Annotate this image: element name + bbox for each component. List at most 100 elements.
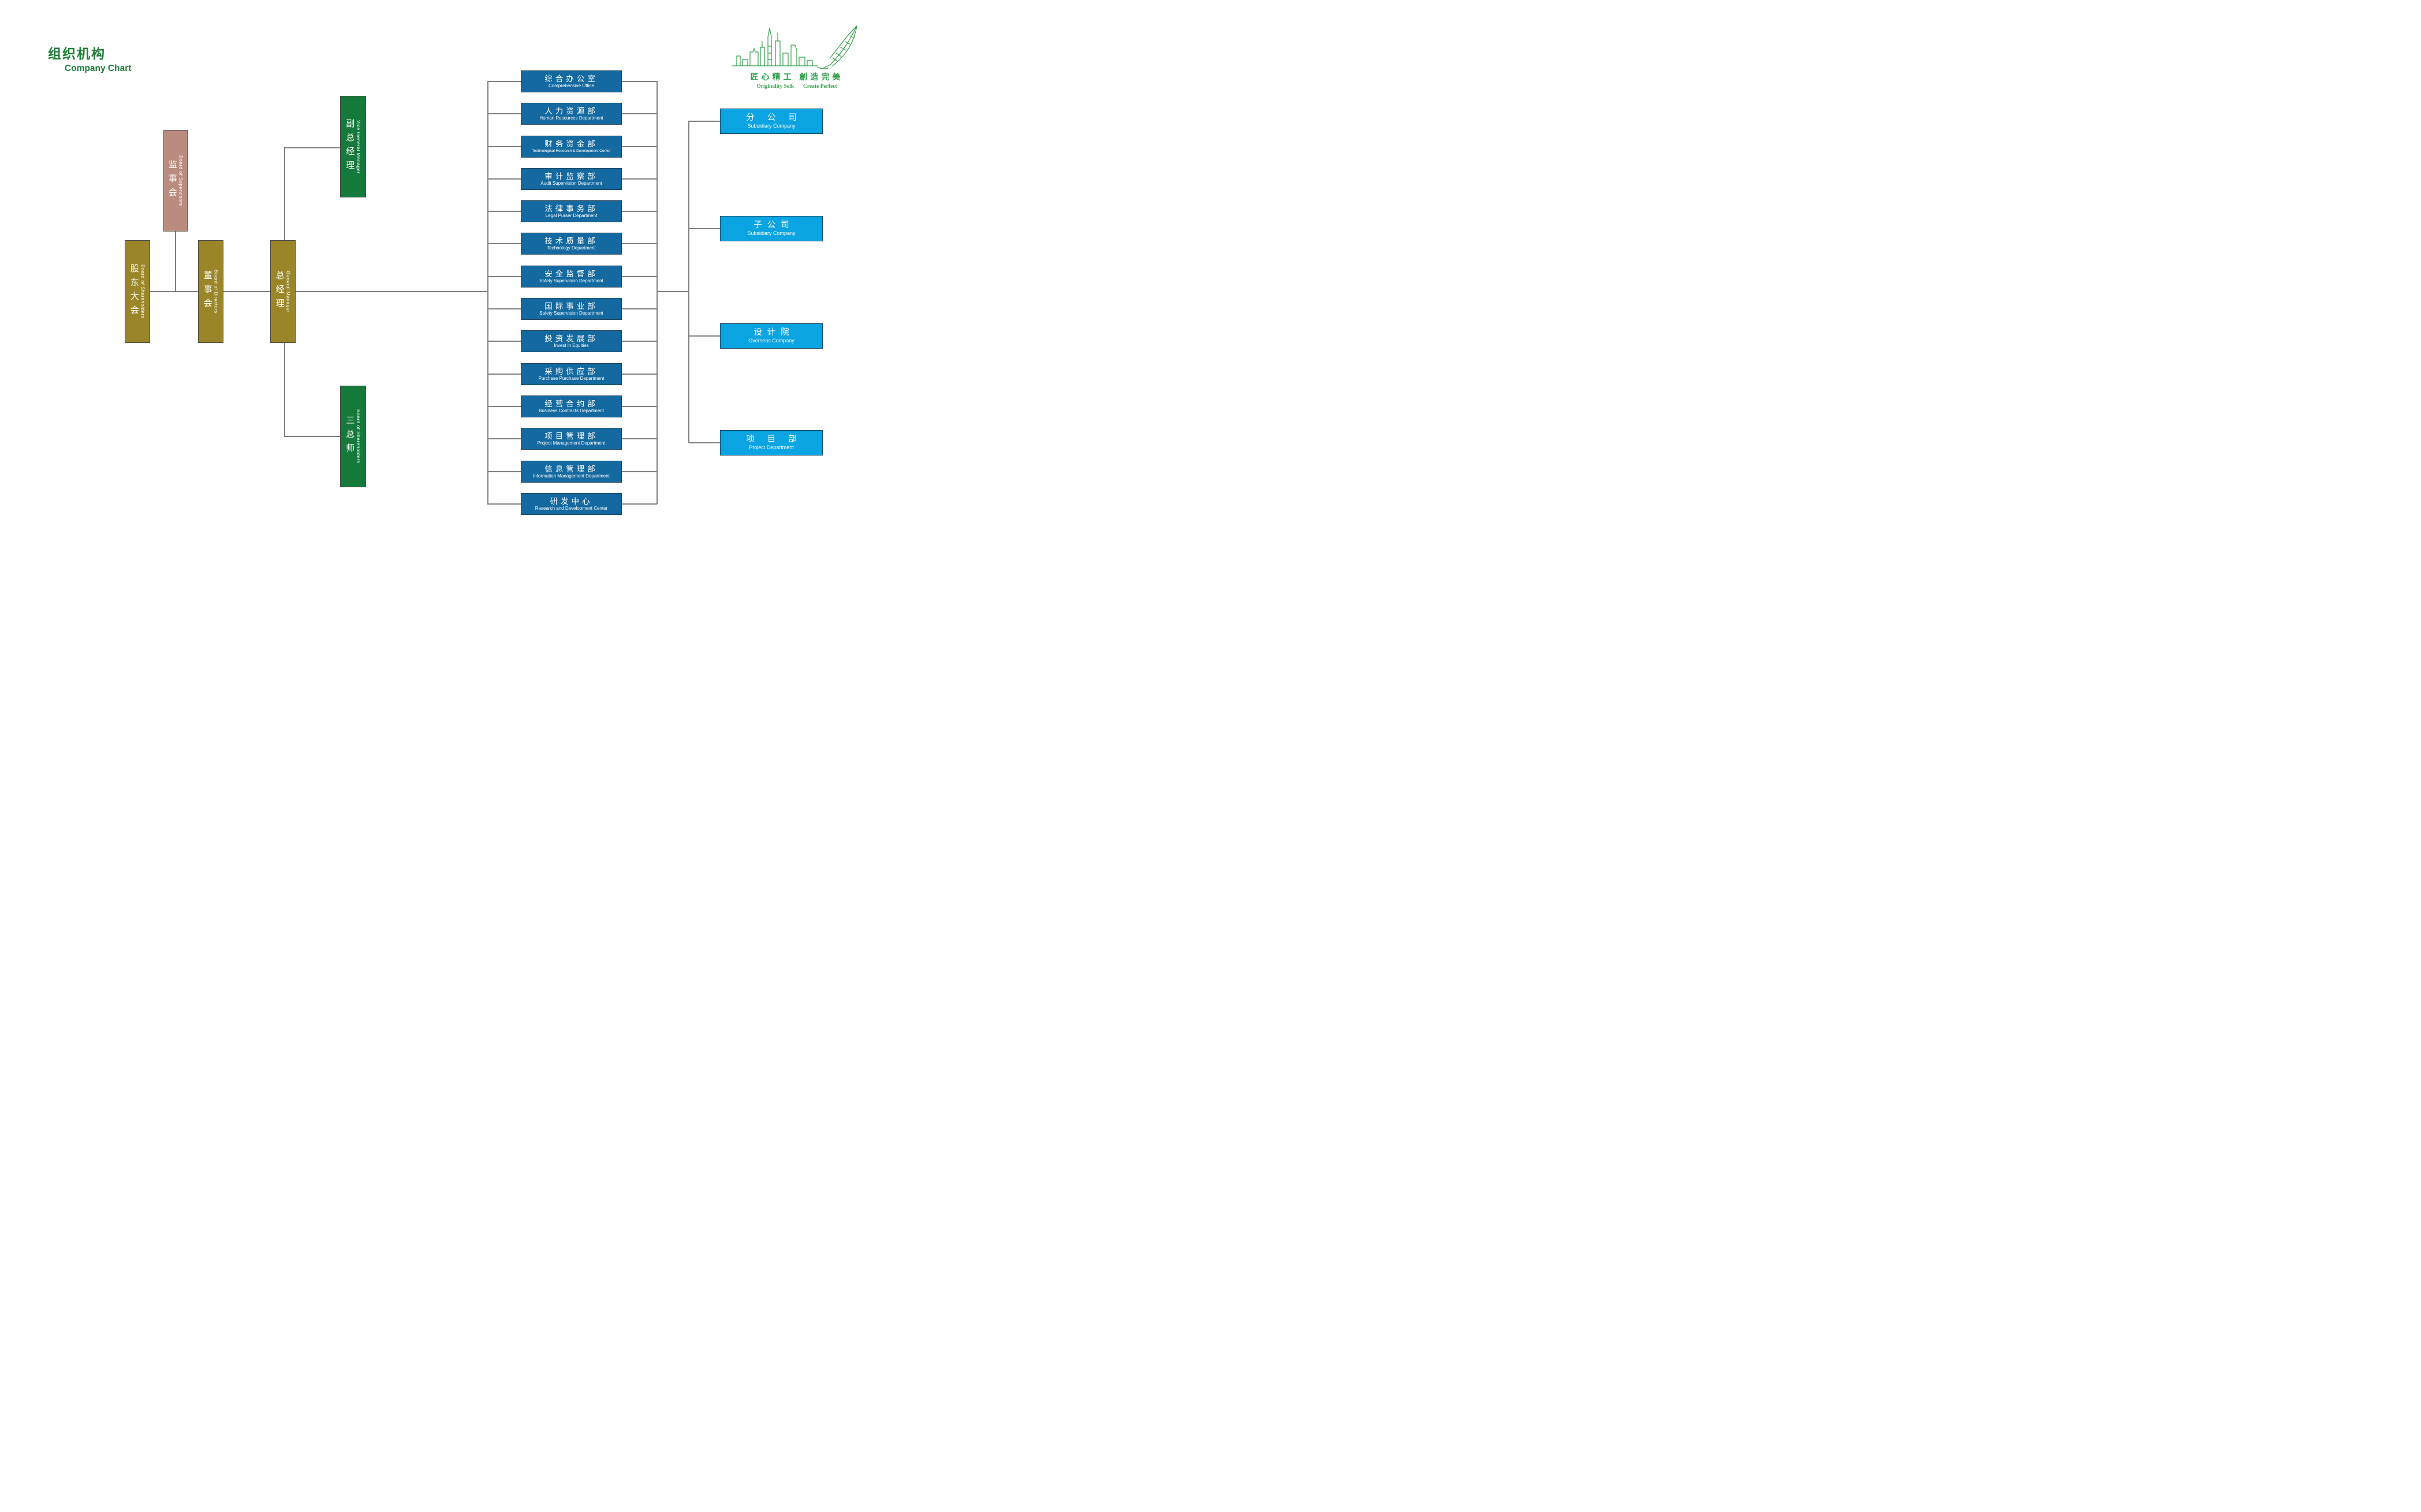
node-label-en: Audit Supervision Department [540,181,602,186]
connector-dept-stub [622,341,657,342]
node-label-en: Comprehensive Office [549,83,594,89]
org-node-board-of-shareholders: 股东大会 Board of Shareholders [125,240,150,343]
skyline-feather-drawing [732,25,857,69]
org-node-three-chiefs: 三总师 Board of Shareholders [340,386,366,487]
dept-node: 研发中心 Research and Development Center [521,493,622,515]
connector-dept-stub [622,374,657,375]
node-label-en: Overseas Company [748,338,794,344]
dept-node: 财务资金部 Technological Research & Developme… [521,136,622,158]
connector-dept-stub [487,503,521,505]
connector-dept-stub [487,113,521,114]
subsidiary-node: 设计院 Overseas Company [720,323,823,349]
org-node-board-of-directors: 董事会 Board of Directors [198,240,223,343]
connector-dept-stub [487,406,521,407]
subsidiary-node: 子公司 Subsidiary Company [720,216,823,241]
node-label-cn: 投资发展部 [544,334,598,343]
logo-slogan-en: Originality Seik Create Perfect [756,84,837,89]
connector-right-trunk [688,121,689,443]
node-label-cn: 总经理 [274,271,285,312]
org-node-board-of-supervisors: 监事会 Board of Supervisors [163,130,188,232]
connector-dept-stub [487,374,521,375]
connector-dept-stub [487,471,521,472]
org-node-general-manager: 总经理 General Manager [270,240,296,343]
connector-dept-stub [622,308,657,309]
node-label-en: Project Management Department [537,440,606,446]
node-label-en: Subsidiary Company [747,123,796,129]
node-label-en: Subsidiary Company [747,230,796,237]
logo-slogan-en-left: Originality Seik [756,84,794,89]
connector-dept-stub [487,178,521,180]
node-label-cn: 副总经理 [345,119,355,174]
node-label-cn: 三总师 [345,416,355,457]
node-label-cn: 股东大会 [129,264,139,319]
node-label-en: Board of Shareholders [355,409,361,464]
company-logo: 匠心精工 創造完美 Originality Seik Create Perfec… [731,23,863,89]
dept-node: 投资发展部 Invest in Equities [521,330,622,352]
node-label-cn: 监事会 [167,160,177,201]
node-label-cn: 技术质量部 [544,236,598,245]
connector-dept-stub [622,243,657,244]
connector-middle-trunk [656,81,658,504]
connector-subsidiary-stub [689,442,720,443]
connector-dept-stub [487,211,521,212]
node-label-en: Technological Research & Development Cen… [532,148,611,153]
connector-dept-stub [622,113,657,114]
page-title-cn: 组织机构 [48,46,106,61]
dept-node: 法律事务部 Legal Purser Department [521,200,622,222]
node-label-en: Legal Purser Department [545,213,598,219]
node-label-en: Human Resources Department [539,115,603,121]
node-label-cn: 项 目 部 [746,434,802,444]
connector-subsidiary-stub [689,228,720,229]
node-label-cn: 审计监察部 [544,171,598,181]
node-label-en: Board of Directors [213,270,219,313]
node-label-cn: 董事会 [202,271,212,312]
node-label-cn: 设计院 [753,327,794,337]
connector-dept-stub [622,211,657,212]
connector-dept-stub [487,438,521,439]
node-label-en: General Manager [285,270,292,313]
connector-dept-stub [622,146,657,147]
logo-slogan-cn: 匠心精工 創造完美 [750,72,844,81]
node-label-en: Technology Department [547,245,596,251]
connector-dept-stub [622,471,657,472]
connector-chiefs-stub [284,436,340,437]
logo-slogan-en-right: Create Perfect [803,84,837,89]
node-label-cn: 安全监督部 [544,269,598,278]
node-label-cn: 法律事务部 [544,204,598,213]
node-label-cn: 人力资源部 [544,106,598,115]
page-title-en: Company Chart [65,64,132,73]
connector-subsidiary-stub [689,121,720,122]
connector-dept-stub [622,406,657,407]
connector-dept-stub [487,146,521,147]
dept-node: 安全监督部 Safety Supervision Department [521,266,622,288]
dept-node: 人力资源部 Human Resources Department [521,103,622,125]
feather-quill-icon [830,25,857,66]
node-label-cn: 信息管理部 [544,464,598,473]
node-label-en: Board of Shareholders [140,264,146,319]
node-label-en: Safety Supervision Department [539,311,603,316]
dept-node: 技术质量部 Technology Department [521,233,622,255]
node-label-cn: 子公司 [753,220,794,230]
connector-subsidiary-stub [689,335,720,337]
connector-dept-stub [487,81,521,82]
node-label-en: Purchase Purchase Department [538,376,605,382]
node-label-en: Research and Development Center [535,506,608,512]
org-chart-page: 组织机构 Company Chart 匠心精工 [0,0,905,565]
tower-icon [767,28,772,66]
dept-node: 信息管理部 Information Management Department [521,461,622,483]
connector-dept-stub [622,438,657,439]
node-label-cn: 国际事业部 [544,301,598,311]
connector-dept-stub [622,178,657,180]
connector-dept-stub [622,503,657,505]
dept-node: 采购供应部 Purchase Purchase Department [521,363,622,385]
node-label-cn: 综合办公室 [544,74,598,83]
node-label-en: Project Department [749,445,794,451]
dept-node: 经营合约部 Business Contracts Department [521,395,622,417]
node-label-cn: 研发中心 [550,496,593,506]
connector-vgm-stub [284,147,340,148]
connector-supervisors-drop [175,232,176,292]
connector-dept-stub [487,276,521,277]
subsidiary-node: 项 目 部 Project Department [720,430,823,456]
connector-dept-stub [622,81,657,82]
connector-dept-stub [487,341,521,342]
